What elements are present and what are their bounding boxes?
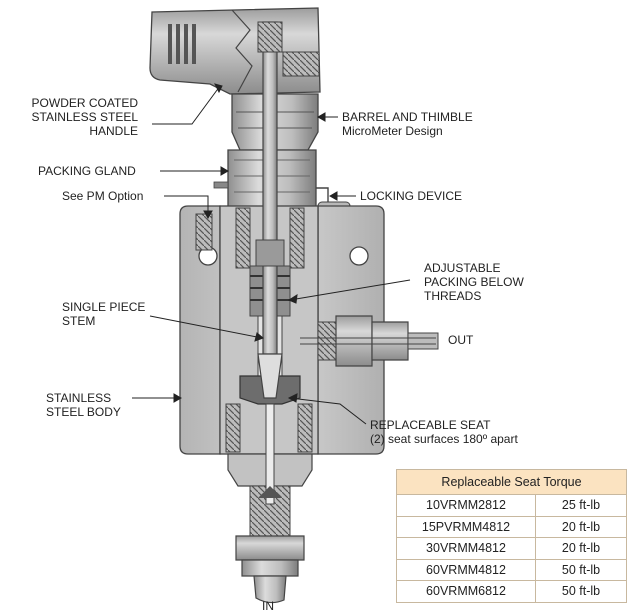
torque-table: Replaceable Seat Torque 10VRMM2812 25 ft… [396, 469, 627, 603]
label-in: IN [262, 599, 274, 613]
stem [255, 21, 285, 399]
table-row: 15PVRMM4812 20 ft-lb [396, 515, 627, 538]
part-number: 10VRMM2812 [396, 494, 536, 517]
label-pm-option: See PM Option [62, 189, 144, 203]
table-row: 10VRMM2812 25 ft-lb [396, 494, 627, 517]
label-handle: POWDER COATED STAINLESS STEEL HANDLE [31, 96, 138, 138]
torque-value: 25 ft-lb [535, 494, 627, 517]
table-row: 30VRMM4812 20 ft-lb [396, 537, 627, 560]
label-stem: SINGLE PIECE STEM [62, 300, 146, 328]
leader-lines [132, 83, 411, 425]
torque-table-header-row: Replaceable Seat Torque [396, 469, 627, 495]
outlet-fitting [300, 315, 439, 367]
part-number: 60VRMM6812 [396, 580, 536, 603]
label-replaceable-seat: REPLACEABLE SEAT (2) seat surfaces 180º … [370, 418, 518, 446]
label-out: OUT [448, 333, 474, 347]
handle [149, 7, 321, 95]
label-locking-device: LOCKING DEVICE [360, 189, 463, 203]
torque-value: 50 ft-lb [535, 580, 627, 603]
table-row: 60VRMM4812 50 ft-lb [396, 558, 627, 581]
inlet-fitting [227, 403, 313, 604]
label-body: STAINLESS STEEL BODY [46, 391, 121, 419]
torque-value: 20 ft-lb [535, 515, 627, 538]
label-packing-gland: PACKING GLAND [38, 164, 136, 178]
torque-table-title: Replaceable Seat Torque [396, 469, 627, 495]
part-number: 15PVRMM4812 [396, 515, 536, 538]
part-number: 30VRMM4812 [396, 537, 536, 560]
table-row: 60VRMM6812 50 ft-lb [396, 580, 627, 603]
torque-value: 20 ft-lb [535, 537, 627, 560]
label-adjustable-packing: ADJUSTABLE PACKING BELOW THREADS [424, 261, 524, 303]
torque-value: 50 ft-lb [535, 558, 627, 581]
label-barrel-thimble: BARREL AND THIMBLE MicroMeter Design [342, 110, 473, 138]
part-number: 60VRMM4812 [396, 558, 536, 581]
